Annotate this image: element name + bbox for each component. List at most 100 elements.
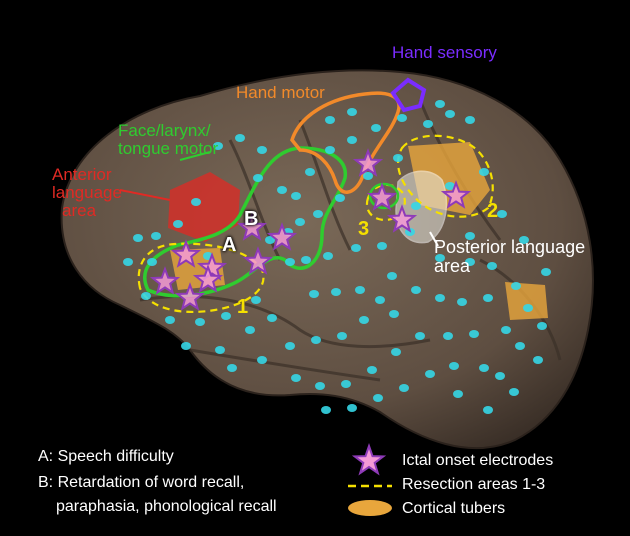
electrode-dot bbox=[435, 254, 445, 262]
electrode-dot bbox=[483, 294, 493, 302]
electrode-dot bbox=[397, 114, 407, 122]
electrode-dot bbox=[335, 194, 345, 202]
electrode-dot bbox=[445, 110, 455, 118]
ictal-onset-star bbox=[236, 212, 268, 241]
electrode-dot bbox=[213, 142, 223, 150]
ictal-onset-star bbox=[366, 182, 398, 211]
legend-tubers-text: Cortical tubers bbox=[402, 500, 506, 517]
anterior-language-label-line1: Anterior bbox=[52, 165, 112, 184]
electrode-dot bbox=[257, 146, 267, 154]
legend-b-line1: B: Retardation of word recall, bbox=[38, 474, 245, 491]
hand-motor-outline bbox=[290, 91, 401, 194]
anterior-language-label-line3: area bbox=[62, 200, 97, 220]
electrode-dot bbox=[387, 272, 397, 280]
electrode-dot bbox=[435, 294, 445, 302]
ictal-onset-star bbox=[149, 266, 181, 295]
legend-tuber-icon bbox=[348, 500, 392, 516]
electrode-dot bbox=[495, 372, 505, 380]
electrode-dot bbox=[347, 108, 357, 116]
anterior-language-label: Anterior language area bbox=[52, 166, 122, 220]
ictal-onset-star bbox=[196, 252, 228, 281]
electrode-dot bbox=[235, 134, 245, 142]
hand-sensory-label: Hand sensory bbox=[392, 43, 497, 62]
electrode-dot bbox=[355, 286, 365, 294]
point-b-label: B bbox=[244, 208, 259, 230]
electrode-dot bbox=[351, 244, 361, 252]
electrode-dot bbox=[465, 232, 475, 240]
anterior-language-area bbox=[168, 172, 240, 242]
electrode-dot bbox=[221, 312, 231, 320]
face-motor-label-line1: Face/larynx/ bbox=[118, 121, 211, 140]
electrode-dot bbox=[251, 296, 261, 304]
electrode-dot bbox=[331, 288, 341, 296]
electrode-dot bbox=[141, 292, 151, 300]
face-motor-pointer bbox=[179, 151, 211, 161]
electrode-dot bbox=[469, 330, 479, 338]
electrode-dot bbox=[515, 342, 525, 350]
electrode-dot bbox=[315, 382, 325, 390]
electrode-dot bbox=[325, 146, 335, 154]
electrode-dot bbox=[449, 362, 459, 370]
electrode-dot bbox=[285, 258, 295, 266]
electrode-dot bbox=[377, 242, 387, 250]
electrode-dot bbox=[311, 336, 321, 344]
electrode-dot bbox=[453, 390, 463, 398]
electrode-dot bbox=[375, 296, 385, 304]
electrode-dot bbox=[373, 394, 383, 402]
electrode-dot bbox=[389, 310, 399, 318]
posterior-language-label: Posterior language area bbox=[434, 238, 585, 276]
electrode-dot bbox=[443, 332, 453, 340]
electrode-dot bbox=[147, 258, 157, 266]
electrode-dot bbox=[465, 258, 475, 266]
electrode-dot bbox=[291, 374, 301, 382]
area3-green-ring bbox=[368, 182, 400, 210]
electrode-dot bbox=[257, 356, 267, 364]
electrode-dot bbox=[415, 332, 425, 340]
electrode-dot bbox=[151, 232, 161, 240]
electrode-dot bbox=[191, 198, 201, 206]
legend-ictal-star-icon bbox=[351, 442, 387, 476]
electrode-dot bbox=[309, 290, 319, 298]
electrode-dot bbox=[445, 182, 455, 190]
electrode-dot bbox=[501, 326, 511, 334]
electrode-dot bbox=[165, 316, 175, 324]
ictal-onset-stars bbox=[149, 148, 472, 311]
electrode-dot bbox=[423, 120, 433, 128]
electrode-dot bbox=[323, 252, 333, 260]
electrode-dot bbox=[181, 342, 191, 350]
electrode-dot bbox=[465, 116, 475, 124]
legend-b-line2: paraphasia, phonological recall bbox=[56, 498, 277, 515]
resection-area-2 bbox=[397, 134, 494, 218]
face-motor-outline bbox=[143, 146, 347, 298]
legend-ictal-text: Ictal onset electrodes bbox=[402, 452, 554, 469]
ictal-onset-star bbox=[174, 282, 206, 311]
resection-number-1: 1 bbox=[237, 296, 249, 318]
electrode-dot bbox=[173, 220, 183, 228]
electrode-dot bbox=[215, 346, 225, 354]
electrode-dot bbox=[393, 154, 403, 162]
resection-number-3: 3 bbox=[358, 218, 370, 240]
electrode-dot bbox=[337, 332, 347, 340]
posterior-language-pointer bbox=[429, 231, 439, 247]
electrode-dot bbox=[479, 168, 489, 176]
posterior-language-label-line1: Posterior language bbox=[434, 237, 586, 257]
electrode-dot bbox=[325, 116, 335, 124]
resection-number-2: 2 bbox=[487, 200, 499, 222]
electrode-dot bbox=[313, 210, 323, 218]
electrode-dot bbox=[435, 100, 445, 108]
electrode-dot bbox=[245, 326, 255, 334]
electrode-dot bbox=[511, 282, 521, 290]
legend-icons bbox=[348, 442, 392, 516]
tuber-occipital bbox=[505, 282, 548, 320]
legend-a-text: A: Speech difficulty bbox=[38, 448, 174, 465]
electrode-dot bbox=[537, 322, 547, 330]
electrode-dot bbox=[497, 210, 507, 218]
electrode-dot bbox=[391, 348, 401, 356]
anterior-language-pointer bbox=[119, 189, 171, 201]
posterior-language-label-line2: area bbox=[434, 255, 471, 276]
electrode-dot bbox=[321, 406, 331, 414]
hand-sensory-outline bbox=[390, 77, 427, 113]
ictal-onset-star bbox=[192, 264, 224, 293]
